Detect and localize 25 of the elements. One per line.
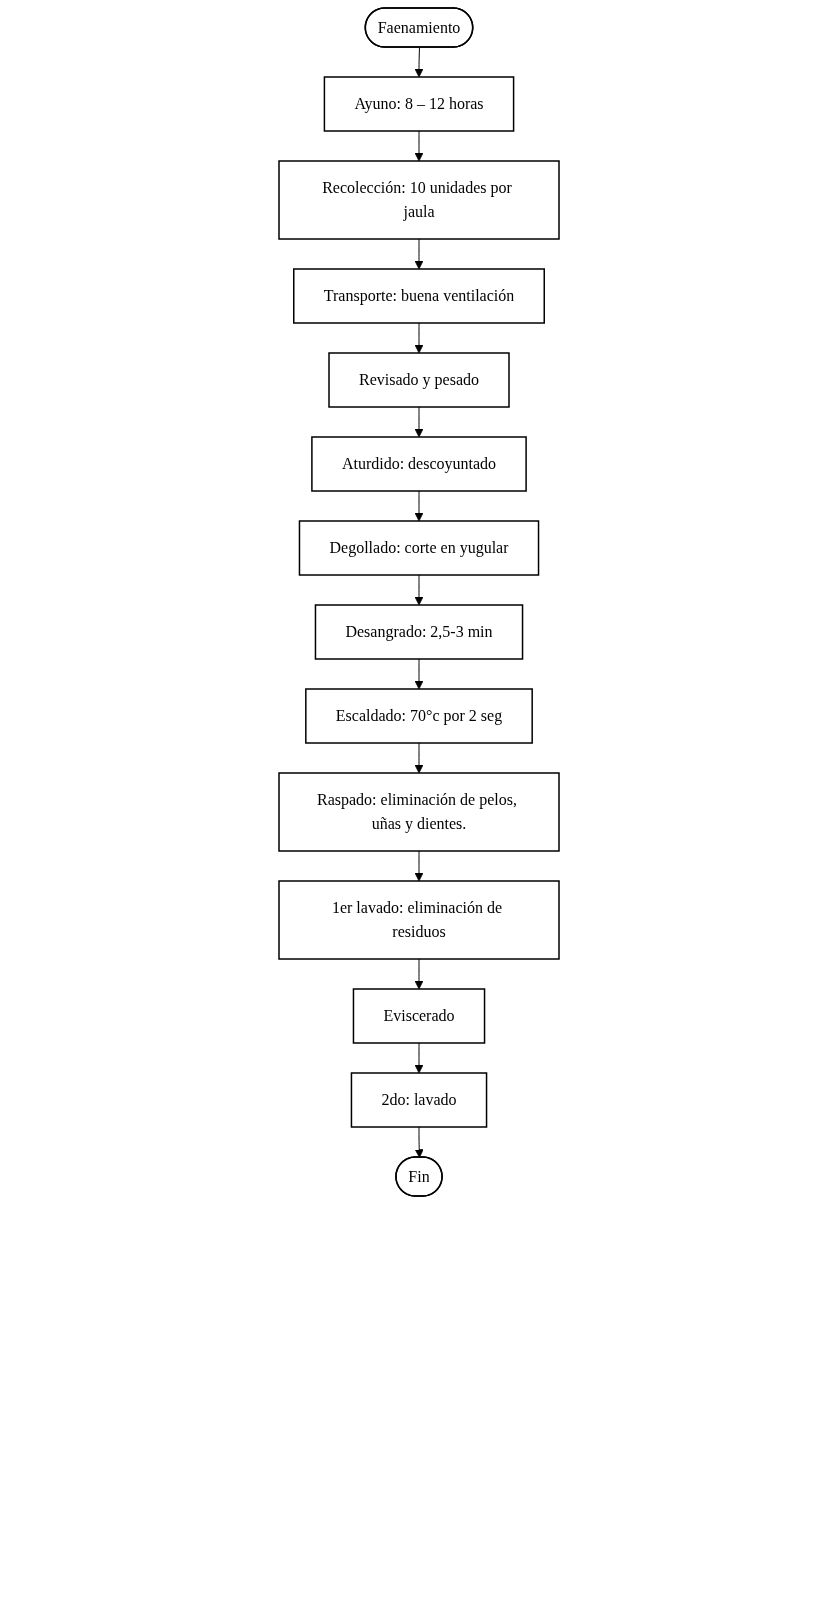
node-box: Escaldado: 70°c por 2 seg [305, 688, 533, 744]
arrow [414, 574, 424, 606]
node-box: Aturdido: descoyuntado [311, 436, 527, 492]
arrow [414, 742, 424, 774]
node-box: 1er lavado: eliminación de residuos [278, 880, 560, 960]
node-box: Desangrado: 2,5-3 min [314, 604, 524, 660]
arrow [414, 850, 424, 882]
node-box: Revisado y pesado [328, 352, 510, 408]
arrow [414, 130, 424, 162]
arrow [414, 490, 424, 522]
arrow [414, 238, 424, 270]
arrow [414, 958, 424, 990]
arrow [414, 658, 424, 690]
node-box: Raspado: eliminación de pelos, uñas y dientes. [278, 772, 560, 852]
node-box: Recolección: 10 unidades por jaula [278, 160, 560, 240]
arrow [414, 47, 424, 78]
arrow [414, 1042, 424, 1074]
arrow [414, 322, 424, 354]
node-box: Transporte: buena ventilación [293, 268, 545, 324]
node-box: Eviscerado [352, 988, 486, 1044]
node-box: Degollado: corte en yugular [298, 520, 540, 576]
arrow [414, 406, 424, 438]
node-box: Ayuno: 8 – 12 horas [323, 76, 515, 132]
node-box: 2do: lavado [350, 1072, 488, 1128]
arrow [414, 1126, 424, 1158]
